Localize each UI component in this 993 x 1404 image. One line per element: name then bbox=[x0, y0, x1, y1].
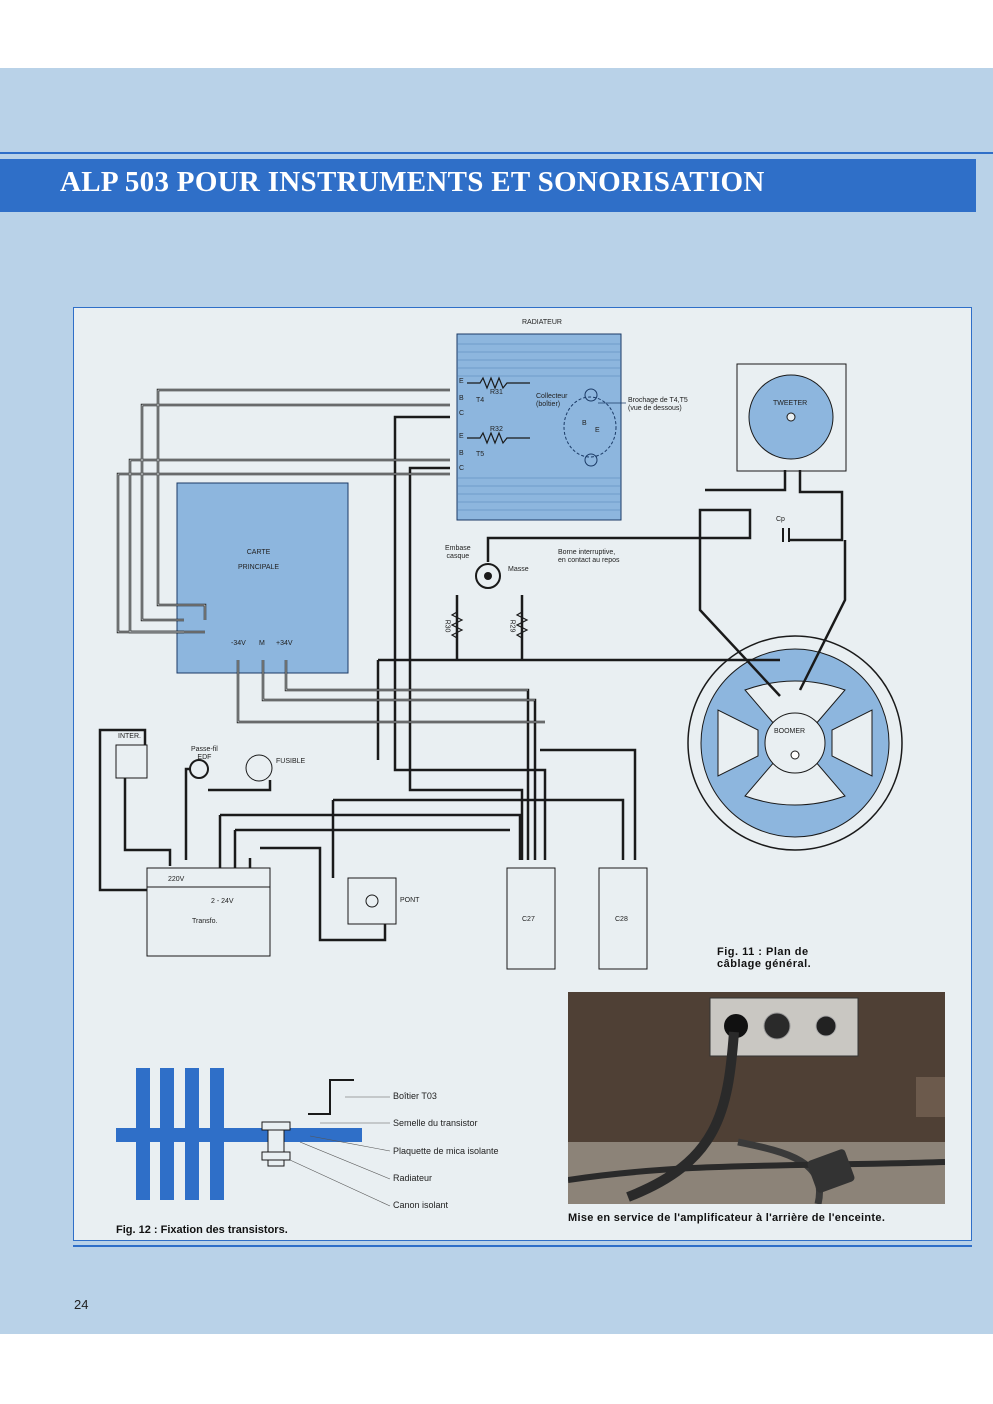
r31-resistor bbox=[467, 376, 530, 390]
t5-label: T5 bbox=[476, 451, 485, 458]
heatsink-drawing bbox=[116, 1068, 362, 1200]
boomer-windows bbox=[717, 680, 873, 806]
tweeter-label: TWEETER bbox=[773, 400, 808, 407]
transistor-hole-top bbox=[584, 388, 598, 402]
transistor-hole-bottom bbox=[584, 453, 598, 467]
title-banner bbox=[0, 159, 976, 212]
r32-resistor bbox=[467, 431, 530, 445]
r30-label: R30 bbox=[443, 619, 451, 633]
radiator-block bbox=[456, 333, 622, 521]
minus34-label: -34V bbox=[231, 640, 246, 647]
mounting-screw-head bbox=[261, 1121, 291, 1131]
panel-bottom-rule bbox=[73, 1245, 972, 1247]
collector-label: Collecteur (boîtier) bbox=[536, 393, 568, 409]
fig12-label-heatsink: Radiateur bbox=[393, 1173, 433, 1183]
page-title: ALP 503 POUR INSTRUMENTS ET SONORISATION bbox=[60, 166, 765, 198]
fig12-label-mica: Plaquette de mica isolante bbox=[393, 1146, 499, 1156]
v2x24-label: 2 - 24V bbox=[211, 898, 234, 905]
banner-rule bbox=[0, 152, 993, 154]
m-label: M bbox=[259, 640, 265, 647]
photo-caption: Mise en service de l'amplificateur à l'a… bbox=[568, 1212, 886, 1224]
passe-fil-label: Passe-fil EDF bbox=[191, 746, 218, 762]
main-board bbox=[176, 482, 349, 674]
mounting-screw bbox=[267, 1129, 285, 1167]
r29-resistor bbox=[515, 595, 529, 660]
bridge-rectifier bbox=[347, 877, 397, 925]
cable-grommet bbox=[189, 759, 209, 779]
pin-b-label: B bbox=[582, 420, 587, 427]
page-number: 24 bbox=[74, 1297, 89, 1312]
pin-c-t5: C bbox=[459, 465, 465, 472]
wire-highlights bbox=[117, 389, 545, 723]
pin-e-t4: E bbox=[459, 378, 464, 385]
jack-center bbox=[484, 572, 492, 580]
fig12-label-case: Boîtier T03 bbox=[393, 1091, 437, 1101]
transistor-case-outline bbox=[308, 1079, 354, 1115]
bridge-hole bbox=[365, 894, 379, 908]
transfo-label: Transfo. bbox=[192, 918, 218, 925]
fig11-caption: Fig. 11 : Plan de câblage général. bbox=[717, 946, 812, 970]
c27-capacitor bbox=[506, 867, 556, 970]
radiator-fins bbox=[458, 343, 620, 511]
r30-resistor bbox=[450, 595, 464, 660]
boomer-center bbox=[790, 750, 800, 760]
r31-label: R31 bbox=[490, 389, 503, 396]
amplifier-rear-photo bbox=[568, 992, 945, 1204]
plus34-label: +34V bbox=[276, 640, 293, 647]
pont-label: PONT bbox=[400, 897, 420, 904]
pin-b-t5: B bbox=[459, 450, 464, 457]
c28-label: C28 bbox=[615, 916, 628, 923]
fig12-label-sole: Semelle du transistor bbox=[393, 1118, 478, 1128]
fig12-caption: Fig. 12 : Fixation des transistors. bbox=[116, 1224, 288, 1236]
inter-label: INTER. bbox=[118, 733, 141, 740]
radiator-label: RADIATEUR bbox=[522, 319, 562, 326]
transistor-outline bbox=[563, 396, 617, 458]
transformer bbox=[146, 867, 271, 957]
jack-label: Embase casque bbox=[445, 545, 471, 561]
pin-e-t5: E bbox=[459, 433, 464, 440]
pin-e-label: E bbox=[595, 427, 600, 434]
photo-drawing bbox=[568, 992, 945, 1204]
boomer-dust-cap bbox=[764, 712, 826, 774]
pin-b-t4: B bbox=[459, 395, 464, 402]
c28-capacitor bbox=[598, 867, 648, 970]
t4-label: T4 bbox=[476, 397, 485, 404]
switch-terminal-label: Borne interruptive, en contact au repos bbox=[558, 549, 620, 565]
fig12-label-insulator: Canon isolant bbox=[393, 1200, 449, 1210]
masse-label: Masse bbox=[508, 566, 529, 573]
pin-c-t4: C bbox=[459, 410, 465, 417]
fusible-label: FUSIBLE bbox=[276, 758, 306, 765]
v220-label: 220V bbox=[168, 876, 185, 883]
boomer-label: BOOMER bbox=[774, 728, 806, 735]
board-label: CARTE PRINCIPALE bbox=[238, 549, 280, 571]
fuse-holder bbox=[245, 754, 273, 782]
tweeter-center bbox=[786, 412, 796, 422]
power-switch bbox=[115, 744, 148, 779]
cp-label: Cp bbox=[776, 516, 785, 523]
r29-label: R29 bbox=[508, 619, 516, 633]
pinout-label: Brochage de T4,T5 (vue de dessous) bbox=[628, 397, 688, 413]
mounting-nut bbox=[261, 1151, 291, 1161]
r32-label: R32 bbox=[490, 426, 503, 433]
c27-label: C27 bbox=[522, 916, 535, 923]
fig12-leaders bbox=[289, 1096, 391, 1207]
